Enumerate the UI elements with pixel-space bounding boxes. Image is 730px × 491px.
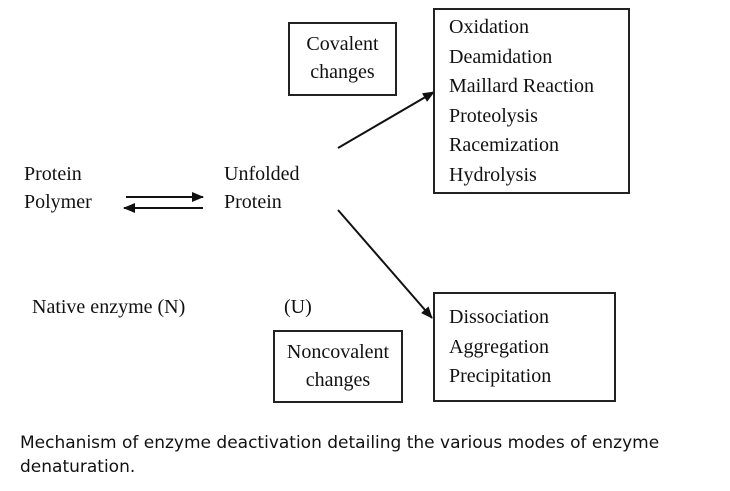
mechanism-racemization: Racemization [449,134,559,156]
noncovalent-line-1: Noncovalent [286,341,390,363]
mechanism-oxidation: Oxidation [449,16,529,38]
unfolded-symbol: (U) [284,296,312,318]
noncovalent-mechanisms-list: Dissociation Aggregation Precipitation [449,303,551,392]
mechanism-hydrolysis: Hydrolysis [449,163,537,186]
protein-polymer-line-2: Polymer [24,191,92,213]
noncovalent-changes-label: Noncovalent changes [275,338,401,394]
mechanism-deamidation: Deamidation [449,45,553,68]
protein-polymer-line-1: Protein [24,163,82,185]
unfolded-protein-label: Unfolded Protein [224,160,300,216]
mechanism-precipitation: Precipitation [449,365,552,387]
covalent-line-1: Covalent [306,33,379,55]
noncovalent-changes-box: Noncovalent changes [273,330,403,403]
covalent-arrow [337,91,435,149]
protein-polymer-label: Protein Polymer [24,160,92,216]
unfolded-protein-line-1: Unfolded [224,163,300,185]
native-enzyme-label: Native enzyme (N) [32,296,186,318]
noncovalent-mechanisms-box: Dissociation Aggregation Precipitation [433,292,616,402]
covalent-mechanisms-list: Oxidation Deamidation Maillard Reaction … [449,13,594,190]
covalent-mechanisms-box: Oxidation Deamidation Maillard Reaction … [433,8,630,194]
noncovalent-line-2: changes [305,369,371,391]
mechanism-proteolysis: Proteolysis [449,104,538,127]
mechanism-aggregation: Aggregation [449,335,549,358]
mechanism-maillard-reaction: Maillard Reaction [449,75,594,97]
mechanism-dissociation: Dissociation [449,306,549,328]
covalent-changes-box: Covalent changes [288,22,397,96]
covalent-changes-label: Covalent changes [290,30,395,86]
unfolded-protein-line-2: Protein [224,191,282,213]
covalent-line-2: changes [310,61,375,83]
figure-caption: Mechanism of enzyme deactivation detaili… [20,433,660,477]
noncovalent-arrow [337,209,433,319]
